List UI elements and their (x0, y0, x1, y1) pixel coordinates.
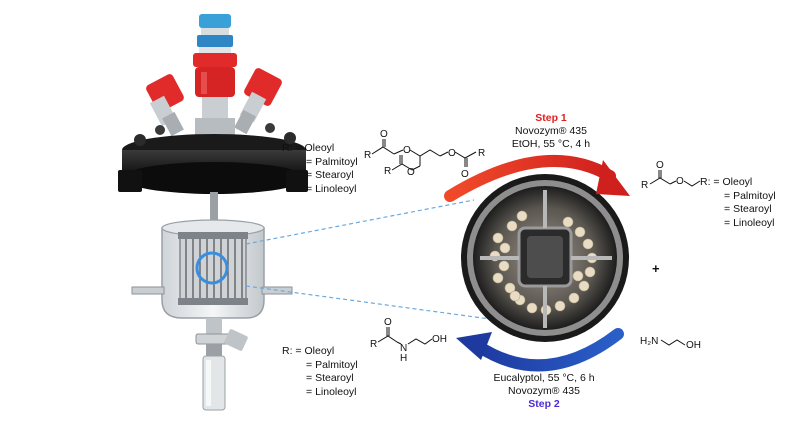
atom-H: H (400, 353, 407, 364)
atom-R: R (641, 180, 648, 191)
r-eq: = (306, 372, 313, 384)
triglyceride-structure (371, 139, 477, 171)
atom-O: O (676, 176, 684, 187)
r-eq: = (724, 203, 731, 215)
atom-R: R (364, 150, 371, 161)
atom-O: O (403, 145, 411, 156)
step1-arrow (444, 155, 630, 202)
r-linoleoyl: Linoleoyl (315, 385, 357, 398)
step2-label: Step 2 (528, 398, 560, 410)
atom-R: R (370, 339, 377, 350)
bottom-outlet (195, 318, 248, 411)
r-eq: = (306, 169, 313, 181)
top-port (193, 14, 237, 119)
r-stearoyl: Stearoyl (315, 169, 354, 181)
r-prefix: R: = (282, 345, 302, 357)
r-eq: = (306, 358, 313, 371)
step2-arrow (456, 328, 624, 372)
ethanolamide-structure (377, 327, 433, 345)
step2-conditions-text: Eucalyptol, 55 °C, 6 h (493, 372, 595, 384)
atom-O: O (384, 317, 392, 328)
r-stearoyl: Stearoyl (315, 372, 354, 384)
enzyme-cartridge-photo (461, 174, 629, 342)
r-eq: = (306, 385, 313, 398)
reactor-lid (118, 123, 308, 194)
atom-O: O (656, 160, 664, 171)
ethyl-ester-labels: R O O (641, 160, 684, 191)
r-oleoyl: Oleoyl (304, 142, 335, 154)
r-eq: = (306, 182, 313, 195)
r-palmitoyl: Palmitoyl (315, 358, 358, 371)
glass-vessel (131, 219, 293, 319)
r-linoleoyl: Linoleoyl (733, 216, 775, 229)
atom-OH: OH (432, 334, 447, 345)
step2-conditions: Eucalyptol, 55 °C, 6 h Novozym® 435 Step… (478, 372, 610, 411)
atom-O: O (461, 169, 469, 180)
r-group-list-ethanolamide: R: = Oleoyl = Palmitoyl = Stearoyl = Lin… (282, 345, 358, 399)
right-port (234, 68, 282, 135)
r-stearoyl: Stearoyl (733, 203, 772, 215)
plus-sign: + (652, 261, 660, 276)
atom-R: R (478, 148, 485, 159)
atom-R: R (384, 166, 391, 177)
left-port (146, 74, 184, 137)
r-eq: = (306, 155, 313, 168)
ethanolamide-labels: R O N H OH (370, 317, 447, 364)
triglyceride-labels: R O O O R O O R O (364, 129, 485, 180)
atom-H2N: H₂N (640, 336, 658, 347)
r-prefix: R: = (282, 142, 302, 154)
zoom-guide-lines (245, 199, 513, 323)
ethanolamine-labels: H₂N OH (640, 336, 701, 351)
r-oleoyl: Oleoyl (722, 176, 753, 188)
atom-O: O (380, 129, 388, 140)
step1-label: Step 1 (535, 112, 567, 124)
r-group-list-triglyceride: R: = Oleoyl = Palmitoyl = Stearoyl = Lin… (282, 142, 358, 196)
step2-enzyme: Novozym® 435 (508, 385, 580, 397)
r-palmitoyl: Palmitoyl (733, 189, 776, 202)
step1-conditions: Step 1 Novozym® 435 EtOH, 55 °C, 4 h (496, 112, 606, 151)
reactor-illustration (118, 14, 308, 411)
step1-conditions-text: EtOH, 55 °C, 4 h (511, 138, 591, 150)
r-eq: = (724, 189, 731, 202)
r-linoleoyl: Linoleoyl (315, 182, 357, 195)
r-oleoyl: Oleoyl (304, 345, 335, 357)
step1-enzyme: Novozym® 435 (515, 125, 587, 137)
ethyl-ester-structure (649, 170, 701, 187)
r-eq: = (724, 216, 731, 229)
ethanolamine-structure (660, 339, 686, 346)
atom-O: O (448, 148, 456, 159)
atom-O: O (407, 167, 415, 178)
r-palmitoyl: Palmitoyl (315, 155, 358, 168)
r-group-list-ethyl-ester: R: = Oleoyl = Palmitoyl = Stearoyl = Lin… (700, 176, 776, 230)
r-prefix: R: = (700, 176, 720, 188)
atom-N: N (400, 343, 407, 354)
atom-OH: OH (686, 340, 701, 351)
